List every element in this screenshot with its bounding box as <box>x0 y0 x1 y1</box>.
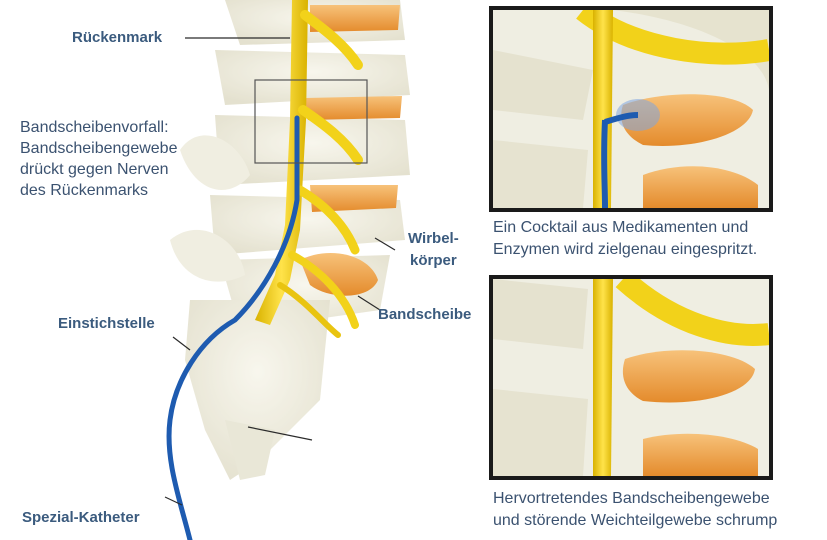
inset-injection-drawing <box>493 10 769 208</box>
catheter-label: Spezial-Katheter <box>22 509 140 526</box>
inset-injection <box>489 6 773 212</box>
herniation-label: Bandscheibenvorfall: Bandscheibengewebe … <box>20 117 177 201</box>
puncture-site-label: Einstichstelle <box>58 315 155 332</box>
inset-injection-caption: Ein Cocktail aus Medikamenten und Enzyme… <box>493 217 757 261</box>
inset-shrinkage-caption: Hervortretendes Bandscheibengewebe und s… <box>493 488 777 532</box>
inset-shrinkage-drawing <box>493 279 769 476</box>
vertebral-body-label: Wirbel- körper <box>408 228 459 272</box>
disc-label: Bandscheibe <box>378 306 471 323</box>
spinal-cord-label: Rückenmark <box>72 29 162 46</box>
inset-shrinkage <box>489 275 773 480</box>
